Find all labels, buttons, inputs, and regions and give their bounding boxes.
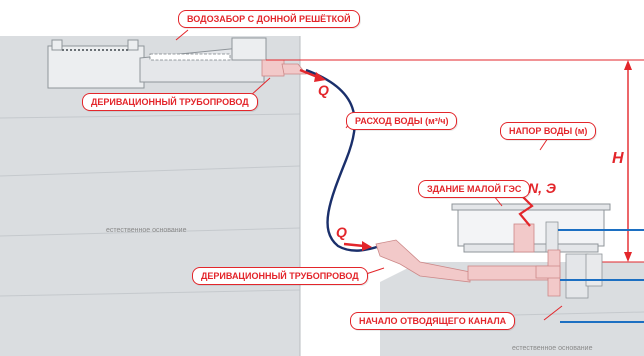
pipeline-lower-callout: ДЕРИВАЦИОННЫЙ ТРУБОПРОВОД [192,267,368,285]
ground-left [0,36,301,356]
flow-arrow-upper [299,68,326,82]
flow-symbol-upper: Q [318,82,329,98]
power-symbol: N, Э [528,180,556,196]
head-measurement [266,59,644,263]
intake-callout: ВОДОЗАБОР С ДОННОЙ РЕШЁТКОЙ [178,10,360,28]
upper-pipe [281,63,307,75]
building-callout: ЗДАНИЕ МАЛОЙ ГЭС [418,180,531,198]
flow-arrow-lower [343,241,372,251]
lower-pipe [375,239,549,283]
outlet-channel-callout: НАЧАЛО ОТВОДЯЩЕГО КАНАЛА [350,312,516,330]
water-flow-callout: РАСХОД ВОДЫ (м³/ч) [346,112,458,130]
intake-structure [47,37,285,89]
ground-label-left: естественное основание [106,227,187,234]
penstock [305,68,381,252]
head-symbol: H [612,150,624,167]
ground-label-right: естественное основание [512,345,593,352]
tailrace-water [558,229,644,323]
head-callout: НАПОР ВОДЫ (м) [500,122,597,140]
pipeline-upper-callout: ДЕРИВАЦИОННЫЙ ТРУБОПРОВОД [82,93,258,111]
flow-symbol-lower: Q [336,224,347,240]
